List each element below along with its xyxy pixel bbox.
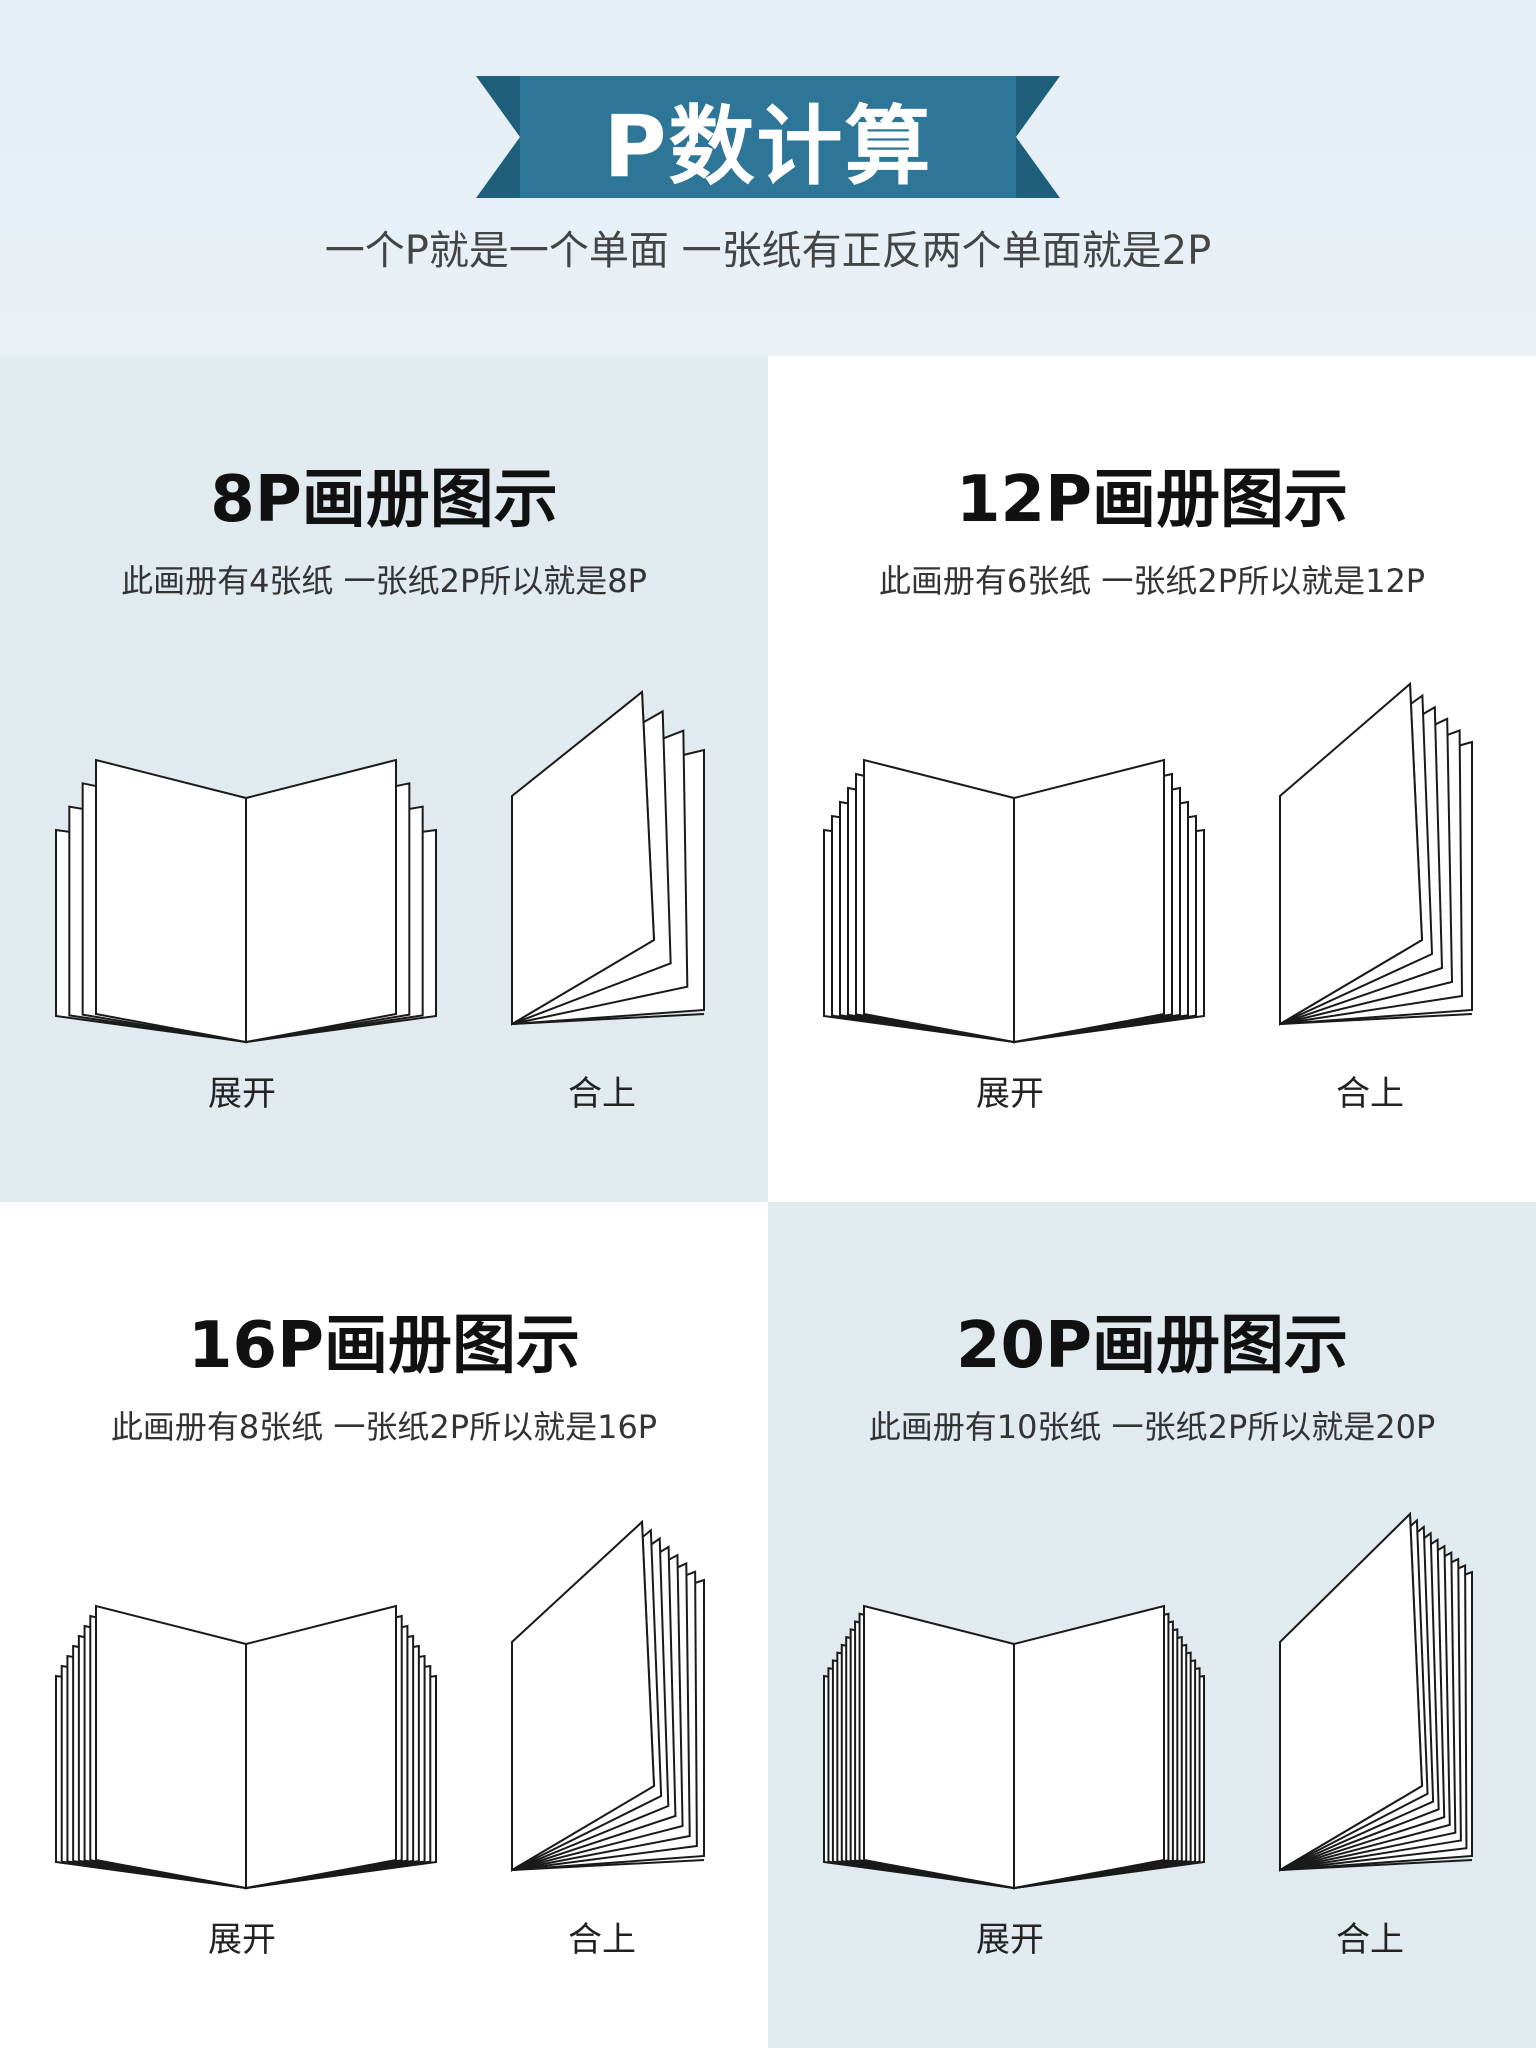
closed-base-line: [1279, 1859, 1473, 1871]
header: P数计算 一个P就是一个单面 一张纸有正反两个单面就是2P: [0, 0, 1536, 356]
open-label: 展开: [208, 1074, 276, 1114]
panel-8p: 8P画册图示 此画册有4张纸 一张纸2P所以就是8P 展开 合上: [0, 356, 768, 1202]
open-sheet-right: [1013, 1604, 1165, 1890]
booklet-diagram: [823, 1511, 1473, 1890]
panel-title: 12P画册图示: [956, 463, 1348, 537]
booklet-diagram: [55, 689, 705, 1044]
closed-front-cover: [511, 689, 656, 1026]
open-sheet-left: [95, 1604, 247, 1890]
closed-front-cover: [511, 1519, 656, 1872]
panel-12p: 12P画册图示 此画册有6张纸 一张纸2P所以就是12P 展开 合上: [768, 356, 1536, 1202]
closed-base-line: [511, 1859, 705, 1871]
page-subtitle: 一个P就是一个单面 一张纸有正反两个单面就是2P: [324, 228, 1212, 274]
open-label: 展开: [208, 1920, 276, 1960]
closed-base-line: [1279, 1013, 1473, 1025]
closed-label: 合上: [568, 1074, 636, 1114]
open-label: 展开: [976, 1074, 1044, 1114]
booklet-diagram: [55, 1519, 705, 1890]
open-sheet-left: [863, 758, 1015, 1044]
closed-label: 合上: [568, 1920, 636, 1960]
open-sheet-right: [1013, 758, 1165, 1044]
open-sheet-left: [95, 758, 247, 1044]
panel-description: 此画册有8张纸 一张纸2P所以就是16P: [110, 1408, 658, 1446]
panel-title: 16P画册图示: [188, 1309, 580, 1383]
panel-20p: 20P画册图示 此画册有10张纸 一张纸2P所以就是20P 展开 合上: [768, 1202, 1536, 2048]
panel-description: 此画册有10张纸 一张纸2P所以就是20P: [868, 1408, 1436, 1446]
panel-title: 20P画册图示: [956, 1309, 1348, 1383]
panel-description: 此画册有4张纸 一张纸2P所以就是8P: [121, 562, 647, 600]
open-sheet-left: [863, 1604, 1015, 1890]
open-sheet-right: [245, 1604, 397, 1890]
title-ribbon: [476, 76, 1060, 198]
closed-base-line: [511, 1013, 705, 1025]
closed-label: 合上: [1336, 1074, 1404, 1114]
ribbon-body: [520, 76, 1016, 198]
panel-title: 8P画册图示: [210, 463, 558, 537]
open-sheet-right: [245, 758, 397, 1044]
open-label: 展开: [976, 1920, 1044, 1960]
closed-front-cover: [1279, 1511, 1424, 1872]
page-title: P数计算: [603, 96, 933, 197]
panel-16p: 16P画册图示 此画册有8张纸 一张纸2P所以就是16P 展开 合上: [0, 1202, 768, 2048]
closed-label: 合上: [1336, 1920, 1404, 1960]
closed-front-cover: [1279, 681, 1424, 1026]
panel-description: 此画册有6张纸 一张纸2P所以就是12P: [878, 562, 1426, 600]
booklet-diagram: [823, 681, 1473, 1044]
